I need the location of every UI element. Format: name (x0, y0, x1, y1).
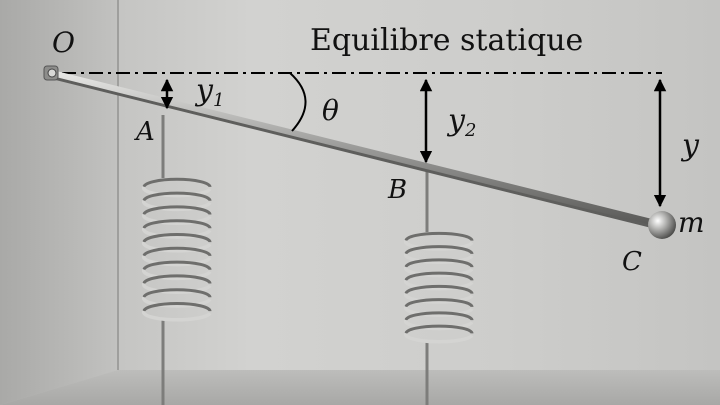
label-y2: y2 (446, 103, 476, 141)
spring-coil-back (404, 298, 474, 308)
spring-coil-front (142, 227, 212, 239)
spring-coil-front (142, 282, 212, 294)
spring-coil-front (142, 296, 212, 308)
diagram-title: Equilibre statique (310, 23, 583, 58)
spring-a (142, 115, 212, 405)
label-angle-theta: θ (322, 94, 339, 127)
spring-coil-back (142, 205, 212, 215)
spring-coil-front (404, 319, 474, 331)
spring-coil-back (142, 219, 212, 229)
spring-coil-back (404, 311, 474, 321)
label-point-a: A (134, 117, 155, 147)
spring-coil-front (404, 279, 474, 291)
spring-coil-front (142, 213, 212, 225)
spring-coil-back (404, 324, 474, 334)
label-pivot-o: O (52, 26, 75, 59)
spring-coil-front (142, 186, 212, 198)
spring-coil-front (404, 239, 474, 251)
spring-coil-front (142, 199, 212, 212)
spring-coil-back (404, 231, 474, 242)
label-point-b: B (387, 175, 407, 205)
floor (0, 370, 720, 405)
pivot-pin (47, 68, 57, 78)
label-y2-main: y (446, 103, 466, 138)
spring-coil-front (142, 255, 212, 267)
label-y1: y1 (194, 73, 224, 111)
spring-b (404, 170, 474, 405)
label-y: y (680, 128, 700, 163)
spring-coil-back (404, 284, 474, 295)
label-y2-subscript: 2 (464, 120, 476, 141)
spring-coil-back (142, 274, 212, 284)
spring-coil-back (142, 302, 212, 312)
left-wall (0, 0, 118, 405)
label-y1-subscript: 1 (213, 90, 224, 111)
spring-coil-front (142, 241, 212, 253)
label-y1-main: y (194, 73, 214, 108)
spring-coil-back (142, 177, 212, 188)
spring-coil-back (142, 233, 212, 243)
spring-coil-front (404, 305, 474, 317)
spring-coil-back (142, 246, 212, 257)
label-point-c: C (622, 247, 642, 277)
spring-coil-back (404, 258, 474, 268)
spring-coil-back (404, 271, 474, 281)
spring-coil-front (404, 266, 474, 278)
spring-coil-front (142, 310, 212, 322)
spring-coil-back (404, 245, 474, 255)
angle-arc (289, 72, 307, 132)
spring-coil-front (404, 332, 474, 344)
spring-coil-front (404, 292, 474, 304)
spring-coil-back (142, 260, 212, 271)
spring-coil-front (404, 252, 474, 264)
label-mass-m: m (678, 206, 705, 239)
mass-ball (648, 211, 676, 239)
rod (49, 70, 663, 227)
spring-coil-front (142, 268, 212, 281)
spring-coil-back (142, 288, 212, 298)
spring-coil-back (142, 191, 212, 202)
